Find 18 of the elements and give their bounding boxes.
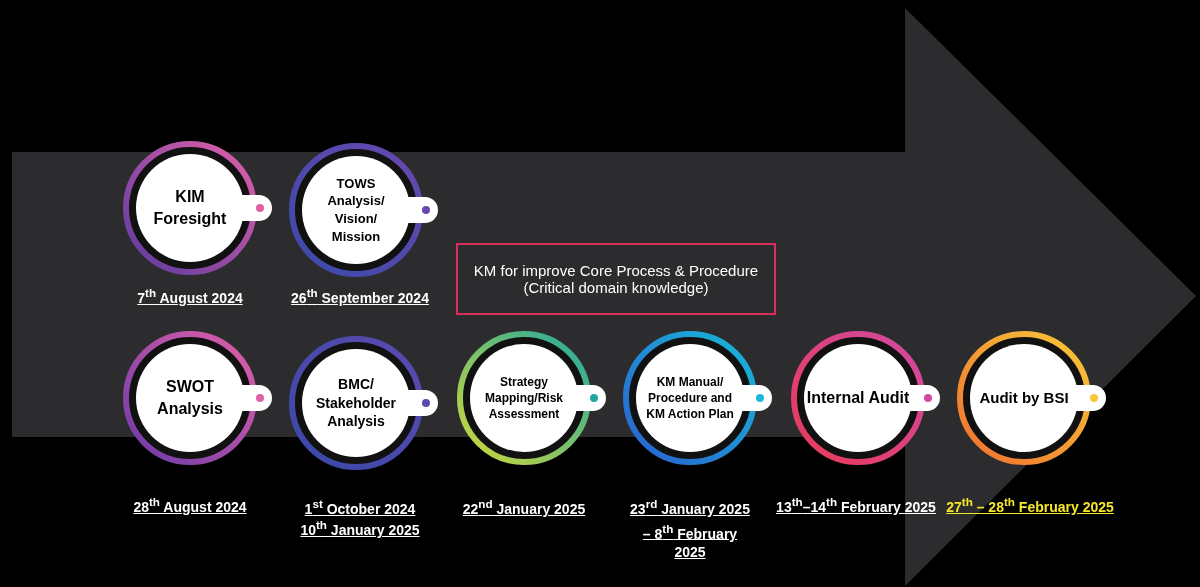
text-box: KM for improve Core Process & Procedure (Critical domain knowledge) <box>456 243 776 315</box>
date-label: 28$^{th}$ August 2024 <box>132 494 248 517</box>
milestone-title: BMC/ Stakeholder Analysis <box>314 374 398 432</box>
milestone-title: TOWS Analysis/ Vision/ Mission <box>326 174 386 246</box>
milestone-title: Audit by BSI <box>979 387 1069 408</box>
date-label: 27$^{th}$ – 28$^{th}$ February 2025 <box>945 494 1115 517</box>
milestone-title: KIM Foresight <box>152 187 228 229</box>
date-label: 1$^{st}$ October 2024 <box>303 496 417 519</box>
milestone-title: Strategy Mapping/Risk Assessment <box>484 373 564 423</box>
date-label: 22$^{nd}$ January 2025 <box>461 496 587 519</box>
milestone-title: Internal Audit <box>806 388 910 409</box>
date-label: 26$^{th}$ September 2024 <box>290 285 430 308</box>
date-label: 23$^{rd}$ January 2025 – 8$^{th}$ February 2025 <box>629 496 751 563</box>
milestone-title: KM Manual/ Procedure and KM Action Plan <box>645 373 735 423</box>
date-label: 10$^{th}$ January 2025 <box>299 517 421 540</box>
milestone-title: SWOT Analysis <box>156 377 224 419</box>
date-label: 7$^{th}$ August 2024 <box>136 285 244 308</box>
date-label: 13$^{th}$–14$^{th}$ February 2025 <box>775 494 937 517</box>
